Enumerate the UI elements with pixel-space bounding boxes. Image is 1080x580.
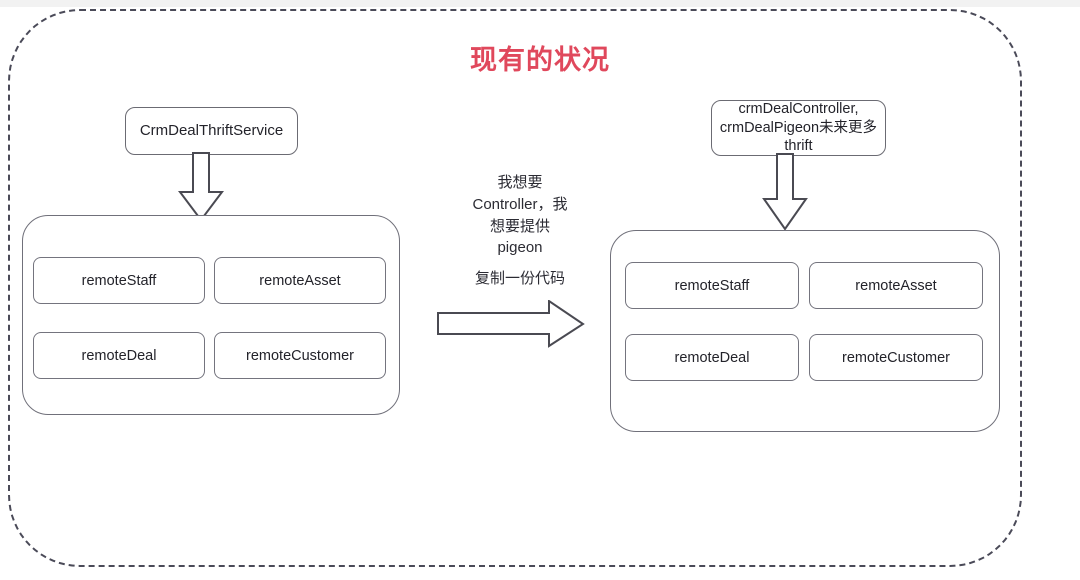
service-group-right: remoteStaff remoteAsset remoteDeal remot…	[610, 230, 1000, 432]
down-arrow-right-icon	[762, 153, 808, 231]
service-box-left[interactable]: CrmDealThriftService	[125, 107, 298, 155]
cell-remote-asset-left[interactable]: remoteAsset	[214, 257, 386, 304]
top-strip	[0, 0, 1080, 7]
dashed-outer-frame	[8, 9, 1022, 567]
cell-remote-deal-right[interactable]: remoteDeal	[625, 334, 799, 381]
middle-copy-text: 复制一份代码	[474, 270, 565, 287]
cell-remote-customer-left[interactable]: remoteCustomer	[214, 332, 386, 379]
cell-remote-customer-right[interactable]: remoteCustomer	[809, 334, 983, 381]
cell-remote-deal-left[interactable]: remoteDeal	[33, 332, 205, 379]
service-group-left: remoteStaff remoteAsset remoteDeal remot…	[22, 215, 400, 415]
page-title: 现有的状况	[470, 45, 610, 75]
cell-remote-staff-right[interactable]: remoteStaff	[625, 262, 799, 309]
middle-want-text: 我想要 Controller，我 想要提供 pigeon	[472, 174, 568, 257]
right-arrow-middle-icon	[437, 300, 585, 348]
down-arrow-left-icon	[178, 152, 224, 222]
cell-remote-asset-right[interactable]: remoteAsset	[809, 262, 983, 309]
service-box-right[interactable]: crmDealController, crmDealPigeon未来更多 thr…	[711, 100, 886, 156]
cell-remote-staff-left[interactable]: remoteStaff	[33, 257, 205, 304]
